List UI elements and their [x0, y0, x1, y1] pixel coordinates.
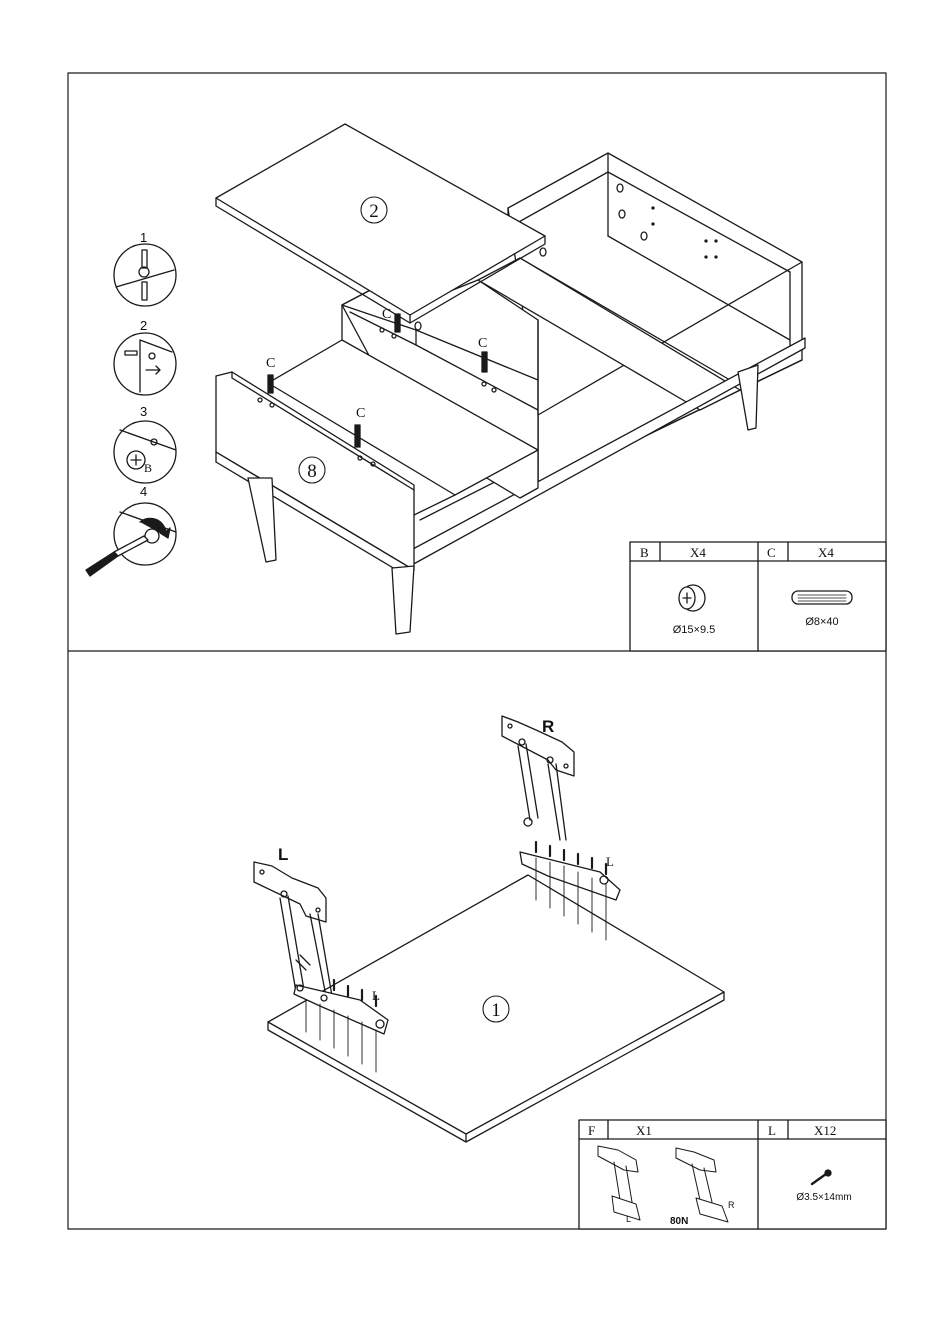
screwdriver-icon — [114, 536, 148, 556]
part-code-l: L — [768, 1123, 776, 1138]
parts-table-step2: F X1 L X12 L 80N R Ø3.5×14mm — [579, 1120, 886, 1229]
part-qty-f: X1 — [636, 1123, 652, 1138]
part-qty-l: X12 — [814, 1123, 836, 1138]
part-number-8: 8 — [307, 461, 317, 482]
part-size-c: Ø8×40 — [805, 616, 838, 628]
hinge-sub-right: R — [728, 1200, 735, 1210]
dowel-label-4: C — [356, 406, 365, 421]
screw-label-right: L — [606, 854, 614, 869]
hinge-right-label: R — [542, 717, 554, 736]
substep-4-number: 4 — [140, 484, 147, 499]
step1-panel: 8 2 C C C C 1 — [86, 124, 886, 651]
substep-2-number: 2 — [140, 318, 147, 333]
lift-hinge-right: R L — [502, 716, 620, 900]
part-code-f: F — [588, 1123, 595, 1138]
hinge-left-label: L — [278, 845, 288, 864]
lift-hinge-left: L L — [254, 845, 388, 1034]
substep-3-number: 3 — [140, 404, 147, 419]
hinge-force-80n: 80N — [670, 1216, 688, 1227]
part-code-b: B — [640, 545, 649, 560]
part-number-2: 2 — [369, 201, 379, 222]
dowel-label-2: C — [382, 307, 391, 322]
parts-table-step1: B X4 C X4 Ø15×9.5 Ø8×40 — [630, 542, 886, 651]
substep-1-number: 1 — [140, 230, 147, 245]
wood-dowel-icon — [792, 591, 852, 604]
part-code-c: C — [767, 545, 776, 560]
part-qty-b: X4 — [690, 545, 706, 560]
part-size-l: Ø3.5×14mm — [796, 1192, 851, 1203]
dowel-label-1: C — [266, 356, 275, 371]
part-qty-c: X4 — [818, 545, 834, 560]
cam-label-b: B — [144, 461, 152, 475]
hinge-sub-left: L — [626, 1214, 631, 1224]
step2-panel: 1 L L — [254, 716, 886, 1229]
cam-lock-icon — [679, 585, 705, 611]
part-size-b: Ø15×9.5 — [673, 624, 716, 636]
camlock-substeps: 1 2 3 B 4 — [86, 230, 176, 576]
dowel-label-3: C — [478, 336, 487, 351]
part-number-1: 1 — [491, 1000, 501, 1021]
